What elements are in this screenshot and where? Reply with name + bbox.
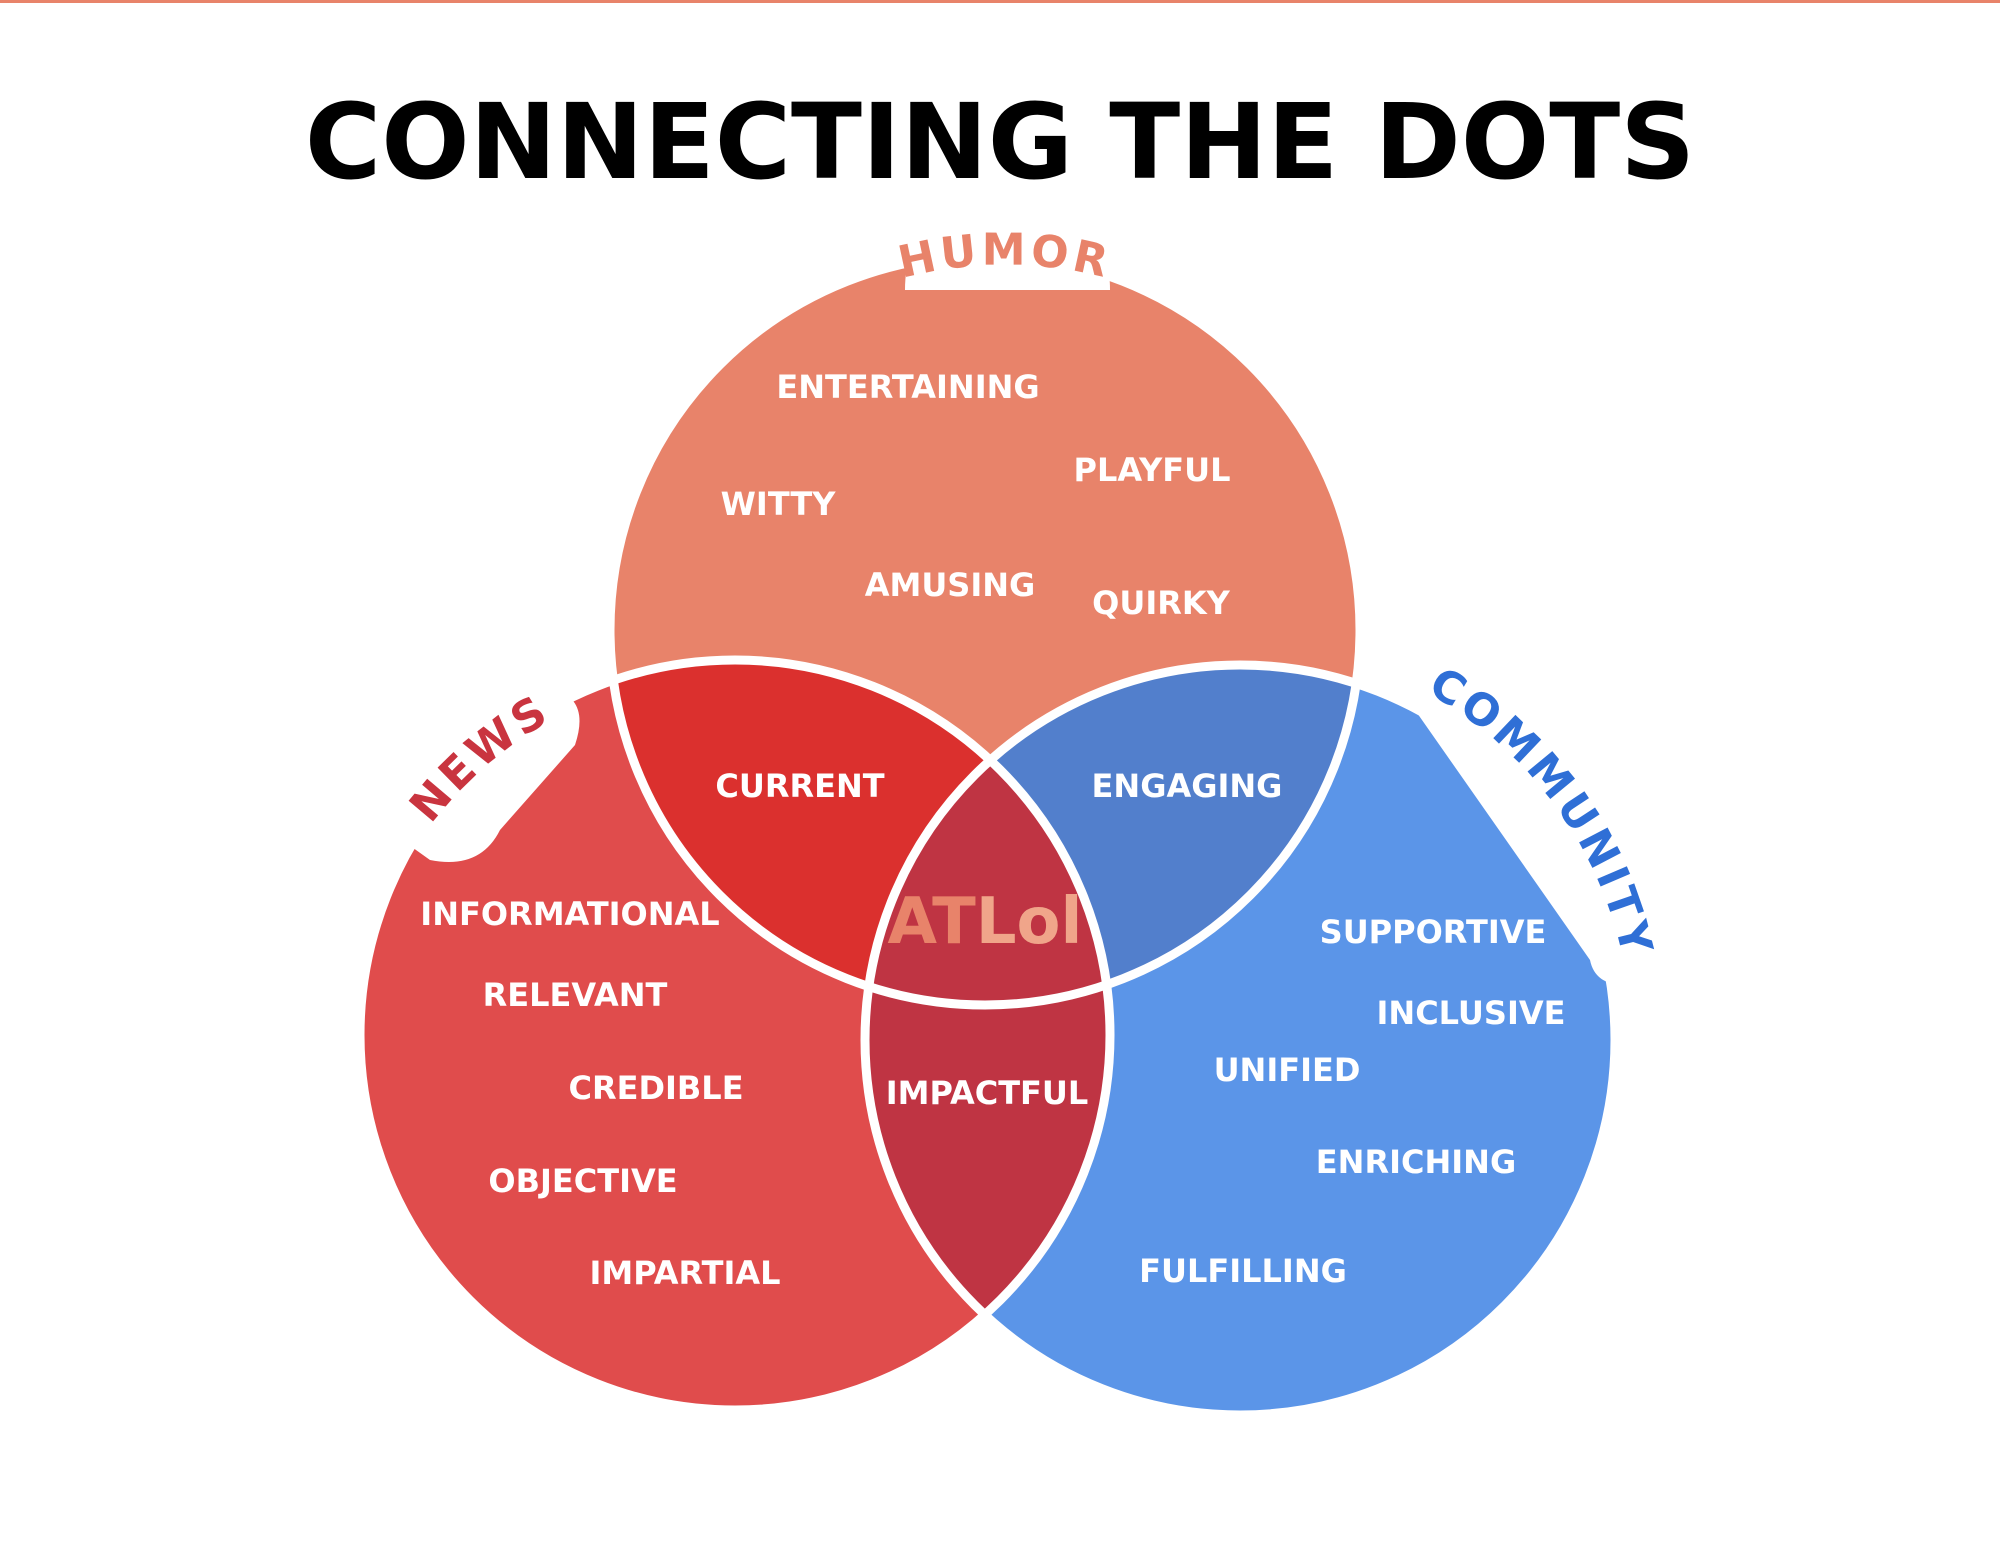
humor-word: WITTY bbox=[721, 485, 837, 523]
community-word: UNIFIED bbox=[1214, 1051, 1361, 1089]
humor-news-word: CURRENT bbox=[715, 767, 884, 805]
community-outline bbox=[860, 660, 1620, 1420]
humor-word: PLAYFUL bbox=[1074, 451, 1231, 489]
brand-part-lol: Lol bbox=[976, 885, 1083, 959]
center-overlap bbox=[865, 665, 1110, 1005]
humor-word: ENTERTAINING bbox=[776, 368, 1039, 406]
brand-part-at: AT bbox=[888, 885, 977, 959]
news-community-word: IMPACTFUL bbox=[886, 1074, 1089, 1112]
humor-word: QUIRKY bbox=[1092, 584, 1231, 622]
news-word: RELEVANT bbox=[483, 976, 668, 1014]
page-title: CONNECTING THE DOTS bbox=[305, 81, 1695, 203]
news-word: CREDIBLE bbox=[568, 1069, 743, 1107]
community-word: FULFILLING bbox=[1139, 1252, 1347, 1290]
humor-word: AMUSING bbox=[865, 566, 1036, 604]
community-word: INCLUSIVE bbox=[1377, 994, 1566, 1032]
news-outline bbox=[355, 655, 1115, 1415]
news-word: INFORMATIONAL bbox=[420, 895, 719, 933]
community-word: SUPPORTIVE bbox=[1320, 913, 1547, 951]
humor-community-word: ENGAGING bbox=[1092, 767, 1283, 805]
news-word: IMPARTIAL bbox=[589, 1254, 780, 1292]
humor-tab: HUMOR bbox=[894, 222, 1112, 290]
top-accent-line bbox=[0, 0, 2000, 3]
center-brand: ATLol bbox=[888, 885, 1083, 959]
news-word: OBJECTIVE bbox=[488, 1162, 677, 1200]
community-word: ENRICHING bbox=[1316, 1143, 1516, 1181]
